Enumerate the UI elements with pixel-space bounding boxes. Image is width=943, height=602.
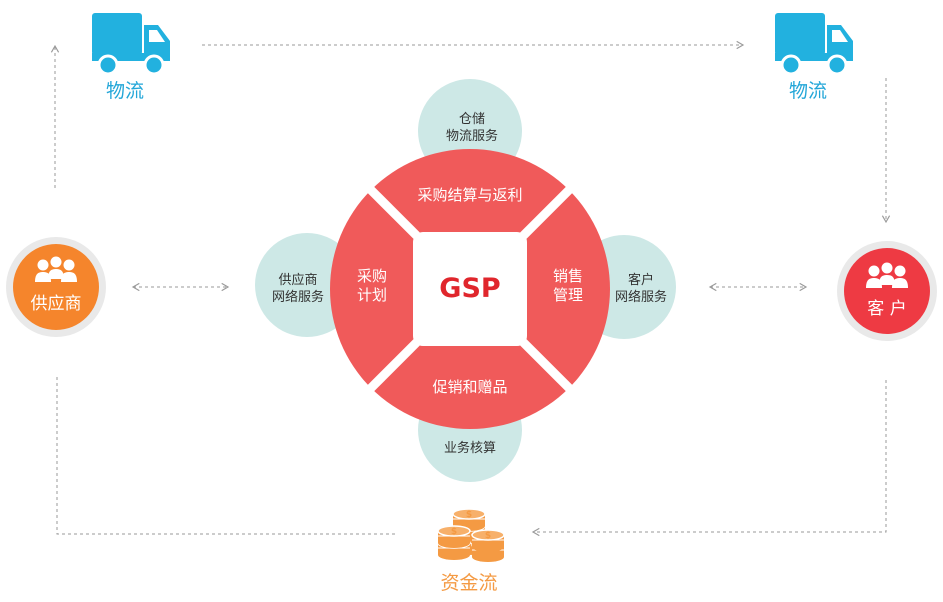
truck-icon-left: [90, 11, 172, 76]
bubble-right-line2: 网络服务: [615, 289, 667, 305]
people-icon-supplier: [35, 256, 77, 282]
svg-text:$: $: [485, 531, 491, 541]
segment-right-line1: 销售: [553, 267, 583, 285]
logistics-left-label: 物流: [106, 80, 144, 102]
segment-top-label: 采购结算与返利: [417, 186, 522, 204]
flow-customer-to-capital-arrow: [531, 380, 887, 537]
customer-label: 客 户: [867, 299, 906, 319]
gsp-center-label: GSP: [439, 273, 500, 304]
truck-icon-right: [773, 11, 855, 76]
bubble-bottom-label: 业务核算: [444, 440, 496, 456]
supplier-node: 供应商: [6, 237, 106, 337]
customer-node: 客 户: [837, 241, 937, 341]
segment-left-line2: 计划: [357, 286, 387, 304]
bubble-right-line1: 客户: [628, 272, 654, 288]
bubble-left-line1: 供应商: [278, 272, 317, 288]
segment-bottom-label: 促销和赠品: [432, 378, 507, 396]
bubble-left-line2: 网络服务: [272, 289, 324, 305]
gsp-center-box: [413, 232, 527, 346]
segment-right-line2: 管理: [553, 286, 583, 304]
flow-lines: [50, 40, 891, 537]
supplier-label: 供应商: [31, 294, 82, 314]
bubble-top-line2: 物流服务: [446, 128, 498, 144]
capital-flow-label: 资金流: [440, 572, 497, 594]
coins-icon: $ $ $: [437, 508, 505, 563]
svg-text:$: $: [451, 527, 457, 537]
logistics-right-label: 物流: [789, 80, 827, 102]
people-icon-customer: [866, 262, 908, 288]
bubble-top-line1: 仓储: [459, 112, 485, 127]
segment-left-line1: 采购: [357, 267, 387, 285]
svg-text:$: $: [466, 510, 472, 520]
flow-capital-to-supplier: [56, 377, 395, 535]
